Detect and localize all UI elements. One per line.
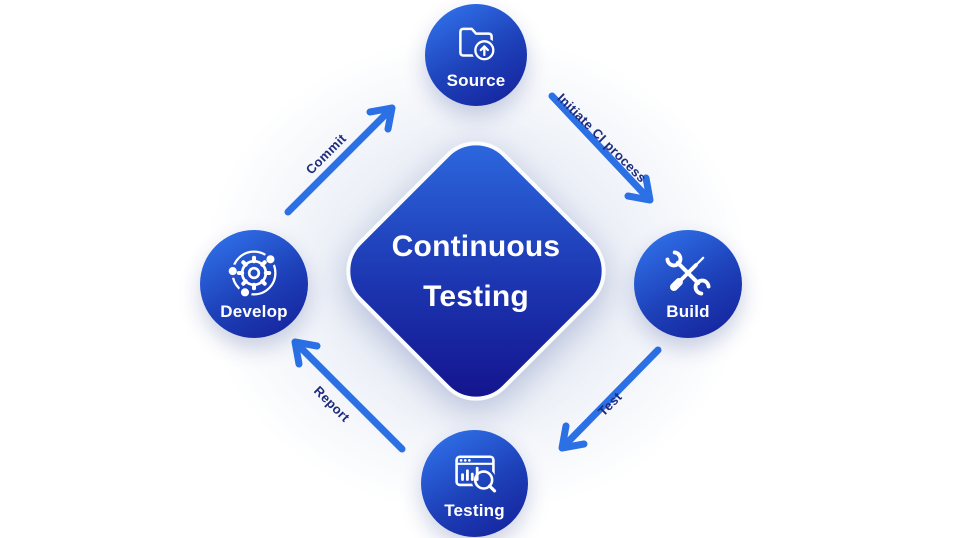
node-label-source: Source <box>446 71 506 90</box>
node-develop: Develop <box>200 230 308 338</box>
folder-upload-icon <box>459 27 495 61</box>
node-build: Build <box>634 230 742 338</box>
node-testing: Testing <box>421 430 528 537</box>
diagram-title-line1: Continuous <box>391 230 561 263</box>
edge-label-commit: Commit <box>302 130 350 178</box>
edge-label-test: Test <box>595 389 625 419</box>
edge-label-report: Report <box>311 383 353 425</box>
chart-magnifier-icon <box>454 454 496 492</box>
node-source: Source <box>425 4 527 106</box>
gear-orbit-icon <box>228 250 277 297</box>
node-label-develop: Develop <box>220 302 288 321</box>
node-label-testing: Testing <box>444 500 505 520</box>
diagram-title: Continuous Testing <box>392 222 561 322</box>
node-label-build: Build <box>666 302 710 321</box>
wrench-screwdriver-icon <box>665 250 711 296</box>
diagram-title-line2: Testing <box>423 280 529 313</box>
